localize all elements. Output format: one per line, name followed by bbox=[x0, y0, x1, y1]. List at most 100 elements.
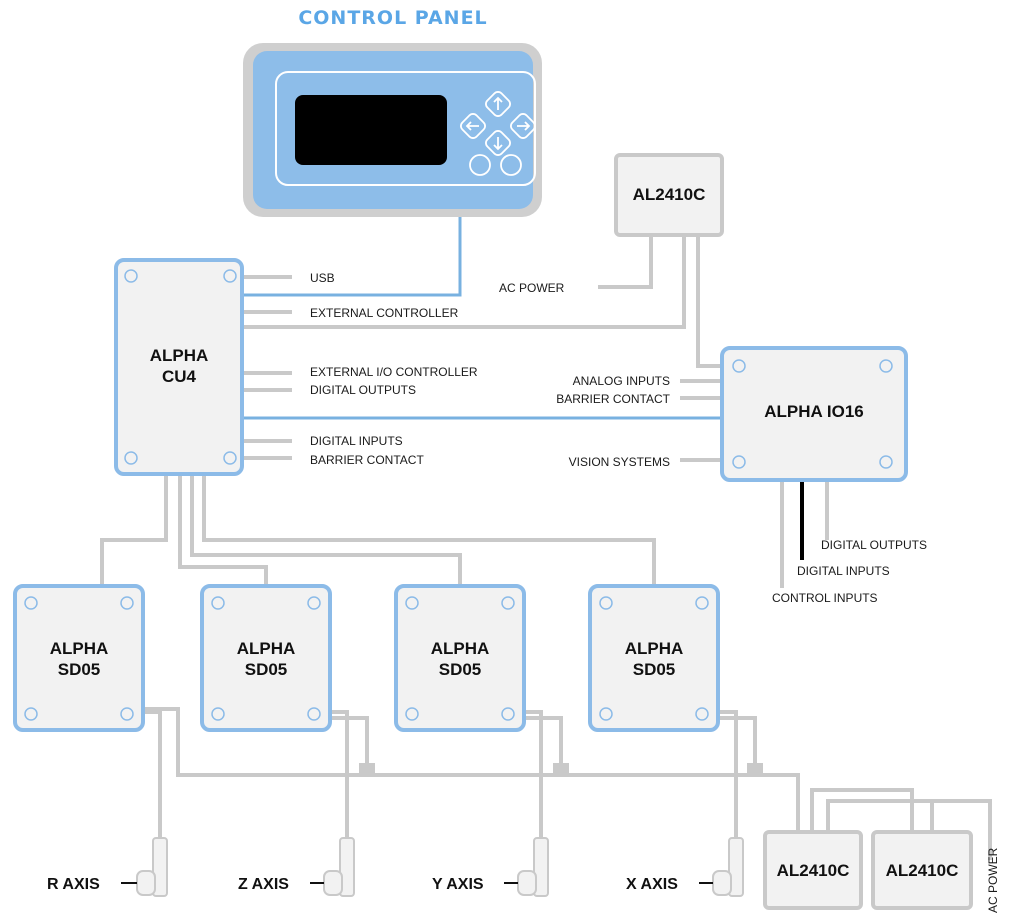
mount-hole bbox=[405, 707, 419, 721]
module-label: ALPHA bbox=[625, 639, 684, 658]
mount-hole bbox=[732, 455, 746, 469]
module-al2410c-bottom-1[interactable]: AL2410C bbox=[763, 830, 863, 910]
axis-label-r: R AXIS bbox=[47, 876, 100, 893]
arrow-left-icon[interactable] bbox=[459, 112, 487, 140]
sd05-2-motor bbox=[330, 710, 349, 838]
mount-hole bbox=[307, 596, 321, 610]
module-label: ALPHA bbox=[50, 639, 109, 658]
sd05-3-power bbox=[524, 716, 563, 768]
module-sd05-1[interactable]: ALPHA SD05 bbox=[13, 584, 145, 732]
round-button[interactable] bbox=[500, 154, 522, 176]
bus-sd05-2 bbox=[178, 474, 268, 586]
port-label-external-io: EXTERNAL I/O CONTROLLER bbox=[310, 365, 478, 379]
module-cu4[interactable]: ALPHA CU4 bbox=[114, 258, 244, 476]
panel-title: CONTROL PANEL bbox=[298, 7, 487, 29]
motor-r-axis-icon bbox=[121, 837, 168, 897]
al-ac-power-wire bbox=[932, 799, 992, 860]
module-al2410c-top[interactable]: AL2410C bbox=[614, 153, 724, 237]
module-label: ALPHA bbox=[237, 639, 296, 658]
mount-hole bbox=[879, 455, 893, 469]
module-label: ALPHA bbox=[150, 346, 209, 365]
sd05-3-motor bbox=[524, 710, 543, 838]
mount-hole bbox=[599, 707, 613, 721]
module-label: CU4 bbox=[162, 367, 197, 386]
module-label: SD05 bbox=[245, 660, 288, 679]
al-bottom-link-2 bbox=[826, 799, 934, 832]
module-label: SD05 bbox=[633, 660, 676, 679]
mount-hole bbox=[879, 359, 893, 373]
module-label: SD05 bbox=[439, 660, 482, 679]
mount-hole bbox=[307, 707, 321, 721]
mount-hole bbox=[120, 596, 134, 610]
mount-hole bbox=[24, 596, 38, 610]
bus-sd05-1 bbox=[100, 474, 168, 586]
control-panel[interactable] bbox=[243, 43, 542, 217]
panel-link-wire bbox=[242, 215, 462, 297]
arrow-down-icon[interactable] bbox=[484, 129, 512, 157]
port-label-digital-outputs: DIGITAL OUTPUTS bbox=[310, 383, 416, 397]
module-sd05-3[interactable]: ALPHA SD05 bbox=[394, 584, 526, 732]
sd05-4-power bbox=[718, 716, 757, 768]
module-label: AL2410C bbox=[886, 861, 959, 880]
ac-power-label: AC POWER bbox=[499, 281, 565, 295]
mount-hole bbox=[732, 359, 746, 373]
port-label-usb: USB bbox=[310, 271, 335, 285]
motor-z-axis-icon bbox=[310, 837, 355, 897]
io-label-control-inputs: CONTROL INPUTS bbox=[772, 591, 878, 605]
mount-hole bbox=[501, 596, 515, 610]
al-io16-wire bbox=[696, 234, 722, 368]
wires bbox=[100, 215, 992, 860]
ac-power-side-label: AC POWER bbox=[986, 847, 1000, 913]
arrow-right-icon[interactable] bbox=[509, 112, 537, 140]
port-label-external-controller: EXTERNAL CONTROLLER bbox=[310, 306, 459, 320]
mount-hole bbox=[124, 451, 138, 465]
mount-hole bbox=[120, 707, 134, 721]
sd05-4-motor bbox=[718, 710, 738, 838]
module-io16[interactable]: ALPHA IO16 bbox=[720, 346, 908, 482]
axis-label-x: X AXIS bbox=[626, 876, 678, 893]
module-al2410c-bottom-2[interactable]: AL2410C bbox=[871, 830, 973, 910]
motor-y-axis-icon bbox=[504, 837, 549, 897]
sd05-2-power bbox=[330, 716, 369, 768]
axis-label-y: Y AXIS bbox=[432, 876, 484, 893]
io-label-digital-outputs: DIGITAL OUTPUTS bbox=[821, 538, 927, 552]
ac-power-wire bbox=[598, 234, 653, 289]
axis-label-z: Z AXIS bbox=[238, 876, 289, 893]
io-label-vision-systems: VISION SYSTEMS bbox=[569, 455, 670, 469]
mount-hole bbox=[223, 451, 237, 465]
module-label: ALPHA IO16 bbox=[764, 402, 864, 421]
round-button[interactable] bbox=[469, 154, 491, 176]
bus-sd05-4 bbox=[202, 474, 656, 586]
al-bottom-link-1 bbox=[810, 788, 914, 832]
port-label-digital-inputs: DIGITAL INPUTS bbox=[310, 434, 403, 448]
keypad[interactable] bbox=[459, 90, 537, 176]
module-sd05-2[interactable]: ALPHA SD05 bbox=[200, 584, 332, 732]
power-chain-wire bbox=[143, 707, 800, 832]
junction-block bbox=[359, 763, 375, 776]
mount-hole bbox=[695, 707, 709, 721]
mount-hole bbox=[223, 269, 237, 283]
io-label-barrier-contact: BARRIER CONTACT bbox=[556, 392, 670, 406]
module-sd05-4[interactable]: ALPHA SD05 bbox=[588, 584, 720, 732]
junction-block bbox=[553, 763, 569, 776]
mount-hole bbox=[599, 596, 613, 610]
mount-hole bbox=[695, 596, 709, 610]
mount-hole bbox=[501, 707, 515, 721]
mount-hole bbox=[24, 707, 38, 721]
arrow-up-icon[interactable] bbox=[484, 90, 512, 118]
module-label: SD05 bbox=[58, 660, 101, 679]
mount-hole bbox=[124, 269, 138, 283]
mount-hole bbox=[405, 596, 419, 610]
cu4-al-wire bbox=[242, 234, 686, 329]
bus-sd05-3 bbox=[190, 474, 462, 586]
sd05-1-motor bbox=[143, 710, 162, 838]
mount-hole bbox=[211, 707, 225, 721]
module-label: AL2410C bbox=[633, 185, 706, 204]
io-label-digital-inputs: DIGITAL INPUTS bbox=[797, 564, 890, 578]
io-label-analog-inputs: ANALOG INPUTS bbox=[573, 374, 670, 388]
motor-x-axis-icon bbox=[699, 837, 744, 897]
module-label: ALPHA bbox=[431, 639, 490, 658]
module-label: AL2410C bbox=[777, 861, 850, 880]
port-label-barrier-contact: BARRIER CONTACT bbox=[310, 453, 424, 467]
